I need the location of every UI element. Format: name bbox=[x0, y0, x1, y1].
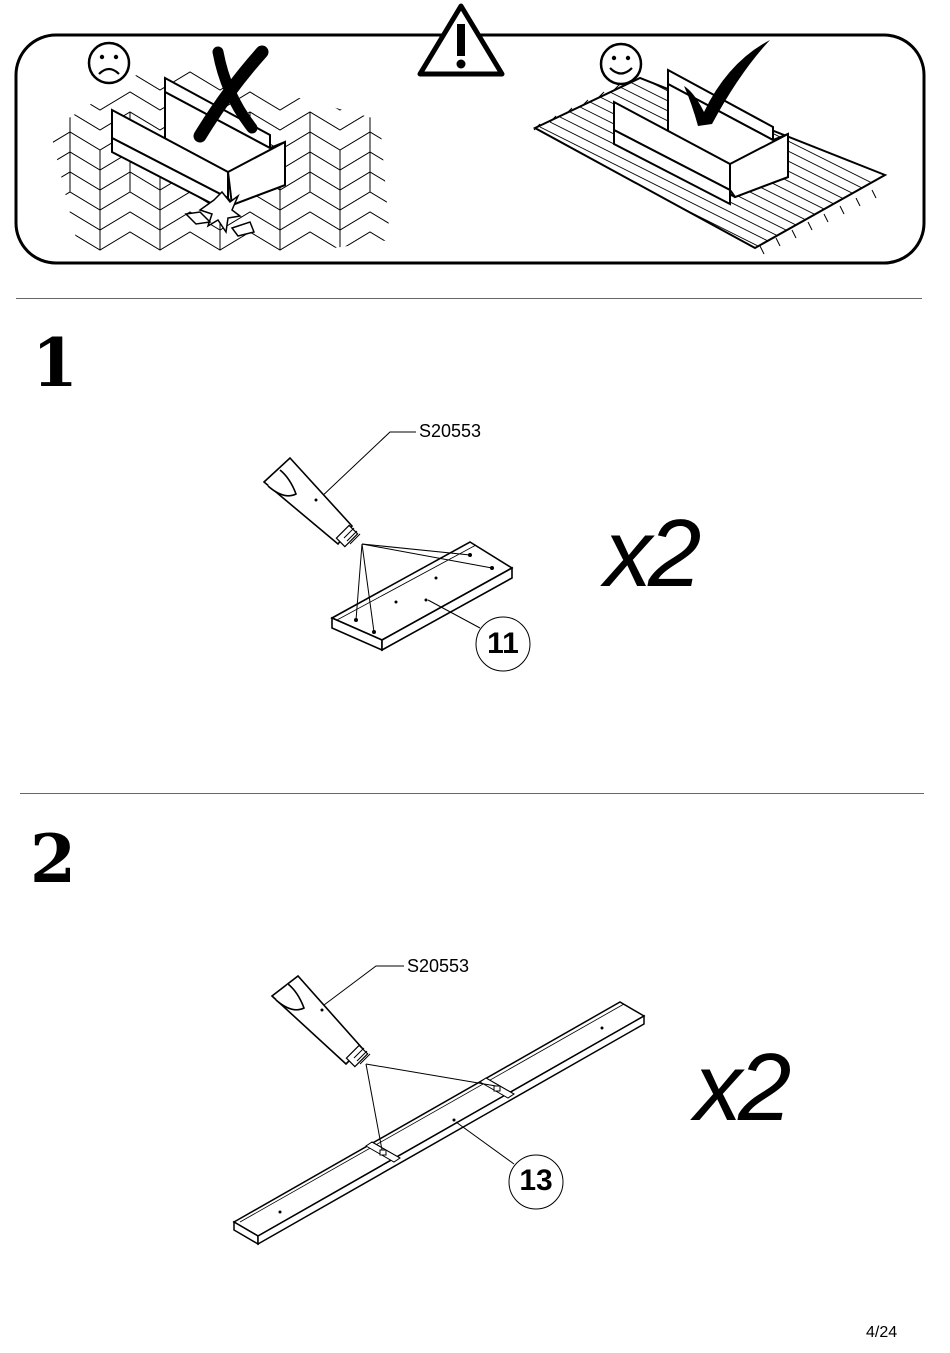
quantity-label: x2 bbox=[604, 506, 697, 602]
sad-face-icon bbox=[89, 43, 129, 83]
glue-code-label: S20553 bbox=[419, 421, 481, 442]
quantity-label: x2 bbox=[694, 1040, 787, 1136]
step-2-illustration bbox=[220, 955, 670, 1255]
warning-panel bbox=[0, 0, 950, 280]
page-number: 4/24 bbox=[866, 1324, 897, 1342]
glue-code-label: S20553 bbox=[407, 956, 469, 977]
part-number-label: 11 bbox=[475, 627, 531, 661]
glue-tube-icon bbox=[272, 976, 370, 1067]
panel-13 bbox=[234, 1002, 644, 1244]
happy-face-icon bbox=[601, 44, 641, 84]
section-divider bbox=[16, 298, 922, 299]
section-divider bbox=[20, 793, 924, 794]
step-number: 2 bbox=[30, 826, 76, 892]
part-number-label: 13 bbox=[508, 1164, 564, 1198]
step-number: 1 bbox=[32, 330, 78, 396]
glue-tube-icon bbox=[264, 458, 360, 547]
box-bad bbox=[112, 78, 285, 212]
warning-triangle-icon bbox=[420, 6, 502, 74]
